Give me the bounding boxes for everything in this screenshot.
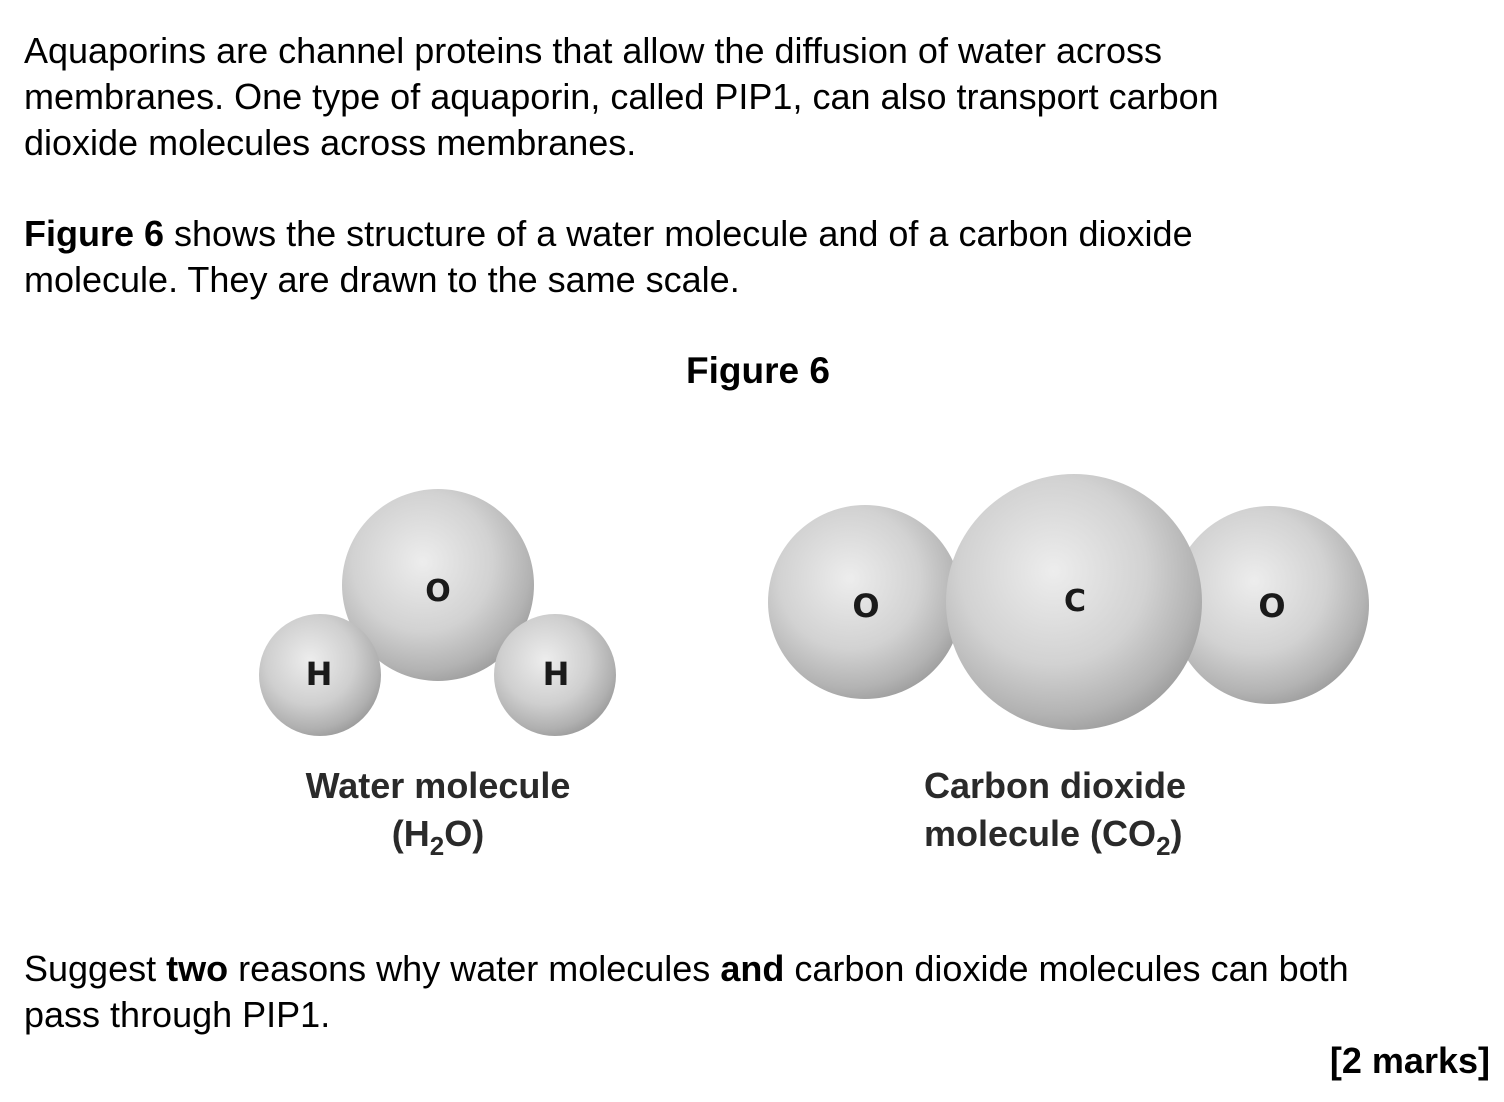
- intro-line-2: membranes. One type of aquaporin, called…: [24, 76, 1219, 117]
- intro-paragraph: Aquaporins are channel proteins that all…: [24, 28, 1424, 166]
- co2-caption-subscript: 2: [1156, 831, 1170, 861]
- marks-label: [2 marks]: [1329, 1040, 1490, 1081]
- question-text-1: Suggest: [24, 948, 167, 989]
- co2-caption-line-1: Carbon dioxide: [924, 765, 1186, 806]
- water-oxygen-atom: [342, 489, 534, 681]
- co2-oxygen-left-label: O: [852, 587, 879, 625]
- co2-carbon-label: C: [1064, 584, 1086, 619]
- water-hydrogen-right-atom: [494, 614, 616, 736]
- figure-intro-line-2: molecule. They are drawn to the same sca…: [24, 259, 740, 300]
- question-paragraph: Suggest two reasons why water molecules …: [24, 946, 1504, 1038]
- water-oxygen-label: O: [425, 574, 451, 609]
- water-caption-suffix: O): [444, 813, 484, 854]
- water-caption-subscript: 2: [430, 831, 444, 861]
- water-caption-prefix: (H: [392, 813, 430, 854]
- intro-line-3: dioxide molecules across membranes.: [24, 122, 637, 163]
- water-caption-line-1: Water molecule: [306, 765, 571, 806]
- figure-intro-paragraph: Figure 6 shows the structure of a water …: [24, 211, 1424, 303]
- water-molecule-diagram: O H H Water molecule (H2O): [259, 489, 616, 861]
- co2-molecule-diagram: O C O Carbon dioxide molecule (CO2): [768, 474, 1369, 861]
- co2-oxygen-right-atom: [1171, 506, 1369, 704]
- co2-caption-prefix: molecule (CO: [924, 813, 1156, 854]
- co2-caption-line-2: molecule (CO2): [924, 813, 1183, 861]
- figure-title: Figure 6: [686, 350, 830, 391]
- figure-intro-line-1-text: shows the structure of a water molecule …: [164, 213, 1193, 254]
- question-emphasis-two: two: [166, 948, 229, 989]
- co2-oxygen-left-atom: [768, 505, 962, 699]
- question-line-2: pass through PIP1.: [24, 994, 331, 1035]
- question-text-2: reasons why water molecules: [228, 948, 721, 989]
- water-caption-line-2: (H2O): [392, 813, 484, 861]
- co2-carbon-atom: [946, 474, 1202, 730]
- water-hydrogen-left-label: H: [306, 655, 333, 693]
- figure-intro-line-1: Figure 6 shows the structure of a water …: [24, 211, 1424, 257]
- question-emphasis-and: and: [720, 948, 785, 989]
- water-hydrogen-right-label: H: [543, 655, 570, 693]
- water-hydrogen-left-atom: [259, 614, 381, 736]
- figure-reference: Figure 6: [24, 213, 165, 254]
- question-text-3: carbon dioxide molecules can both: [784, 948, 1349, 989]
- co2-caption-suffix: ): [1171, 813, 1183, 854]
- co2-oxygen-right-label: O: [1258, 587, 1285, 625]
- intro-line-1: Aquaporins are channel proteins that all…: [24, 30, 1163, 71]
- question-line-1: Suggest two reasons why water molecules …: [24, 946, 1504, 992]
